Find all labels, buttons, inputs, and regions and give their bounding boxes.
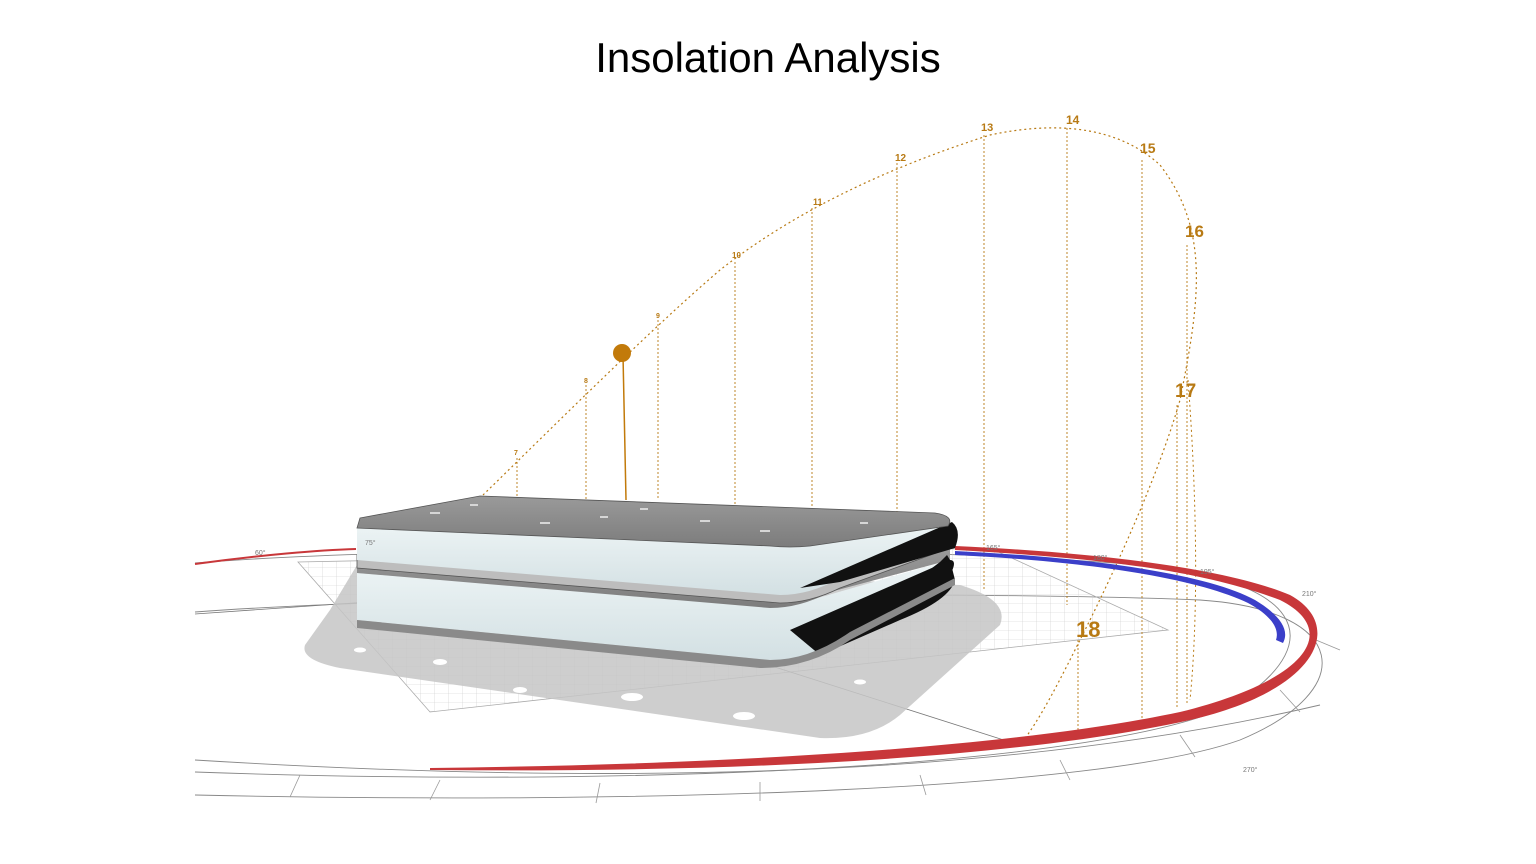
blue-ground-arc — [955, 551, 1286, 643]
degree-label-60: 60° — [255, 549, 266, 557]
building — [356, 495, 958, 668]
hour-label-14: 14 — [1066, 113, 1080, 127]
degree-label-180: 180° — [1093, 554, 1108, 562]
hour-label-18: 18 — [1076, 617, 1100, 642]
building-upper-end-dark — [800, 522, 958, 588]
building-upper-glass — [357, 520, 950, 595]
page-title: Insolation Analysis — [595, 34, 941, 81]
hour-label-12: 12 — [895, 153, 907, 164]
hour-label-9: 9 — [656, 313, 660, 320]
sun-path-arc — [482, 127, 1197, 746]
degree-label-75: 75° — [365, 539, 376, 547]
sun-marker-pole — [622, 354, 627, 501]
degree-label-210: 210° — [1302, 590, 1317, 598]
degree-label-270: 270° — [1243, 766, 1258, 774]
hour-label-13: 13 — [981, 122, 993, 134]
compass-ring-outer2 — [194, 704, 1321, 774]
sun-marker — [613, 344, 631, 362]
compass-degree-labels: 60° 75° 165° 180° 195° 210° 270° — [255, 539, 1317, 774]
hour-drop-lines — [516, 128, 1188, 730]
building-upper-roof — [356, 495, 951, 548]
red-arc-left-segment — [194, 548, 357, 565]
sun-path-arc-evening — [1187, 379, 1197, 701]
hour-label-8: 8 — [584, 378, 588, 385]
roof-openings — [430, 504, 868, 532]
degree-label-165: 165° — [986, 544, 1001, 552]
hour-label-10: 10 — [732, 251, 741, 260]
hour-label-16: 16 — [1185, 222, 1204, 241]
degree-label-195: 195° — [1200, 568, 1215, 576]
building-lower-base — [357, 578, 955, 668]
hour-label-11: 11 — [813, 197, 823, 207]
sun-hour-labels: 7 8 9 10 11 12 13 14 15 16 17 18 — [514, 113, 1204, 642]
hour-label-17: 17 — [1175, 381, 1196, 402]
shadow-openings — [354, 647, 866, 720]
hour-label-15: 15 — [1140, 140, 1156, 156]
building-lower-end-dark — [790, 560, 955, 655]
compass-ticks — [289, 639, 1341, 804]
hour-label-7: 7 — [514, 450, 518, 457]
